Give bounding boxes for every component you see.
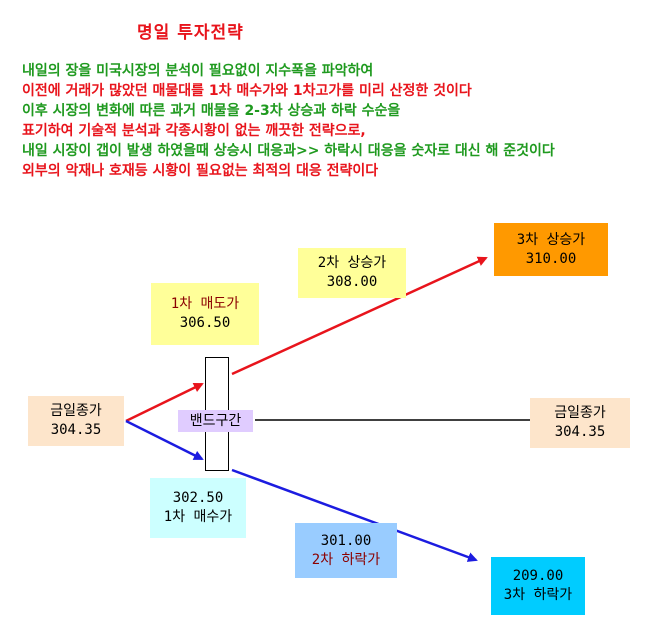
second-rise-label: 2차 상승가 — [317, 255, 387, 271]
first-buy-label: 1차 매수가 — [163, 509, 233, 525]
prev-close-right-value: 304.35 — [554, 424, 606, 440]
first-buy-value: 302.50 — [172, 490, 224, 506]
fall-arrow-short — [125, 419, 204, 461]
page-title: 명일 투자전략 — [137, 23, 244, 43]
fall-arrow-long — [231, 468, 478, 562]
third-rise-box: 3차 상승가 310.00 — [494, 223, 608, 276]
first-sell-value: 306.50 — [179, 315, 231, 331]
second-fall-value: 301.00 — [320, 532, 372, 549]
description-line-2: 이전에 거래가 많았던 매물대를 1차 매수가와 1차고가를 미리 산정한 것이… — [22, 83, 472, 99]
description-line-6: 외부의 악재나 호재등 시황이 필요없는 최적의 대응 전략이다 — [22, 163, 379, 179]
second-rise-box: 2차 상승가 308.00 — [298, 248, 406, 298]
description-line-3: 이후 시장의 변화에 따른 과거 매물을 2-3차 상승과 하락 수순을 — [22, 103, 401, 119]
prev-close-right-box: 금일종가 304.35 — [530, 398, 630, 448]
band-label-text: 밴드구간 — [189, 412, 242, 429]
band-zone-label: 밴드구간 — [178, 410, 253, 432]
prev-close-left-value: 304.35 — [50, 422, 102, 438]
rise-arrow-long — [231, 256, 488, 376]
second-rise-value: 308.00 — [326, 274, 378, 290]
third-fall-box: 209.00 3차 하락가 — [491, 557, 585, 615]
second-fall-label: 2차 하락가 — [311, 551, 381, 568]
description-line-5: 내일 시장이 갭이 발생 하였을때 상승시 대응과>> 하락시 대응을 숫자로 … — [22, 143, 555, 159]
third-fall-value: 209.00 — [512, 568, 564, 584]
first-buy-box: 302.50 1차 매수가 — [150, 478, 246, 538]
description-line-4: 표기하여 기술적 분석과 각종시황이 없는 깨끗한 전략으로, — [22, 123, 366, 139]
third-fall-label: 3차 하락가 — [503, 587, 573, 603]
third-rise-label: 3차 상승가 — [516, 231, 586, 248]
third-rise-value: 310.00 — [525, 250, 577, 267]
prev-close-left-label: 금일종가 — [50, 403, 102, 419]
description-line-1: 내일의 장을 미국시장의 분석이 필요없이 지수폭을 파악하여 — [22, 63, 374, 79]
second-fall-box: 301.00 2차 하락가 — [295, 523, 397, 578]
first-sell-box: 1차 매도가 306.50 — [151, 283, 259, 345]
rise-arrow-short — [125, 382, 204, 423]
first-sell-label: 1차 매도가 — [170, 296, 240, 312]
prev-close-right-label: 금일종가 — [554, 405, 606, 421]
prev-close-left-box: 금일종가 304.35 — [28, 396, 124, 446]
